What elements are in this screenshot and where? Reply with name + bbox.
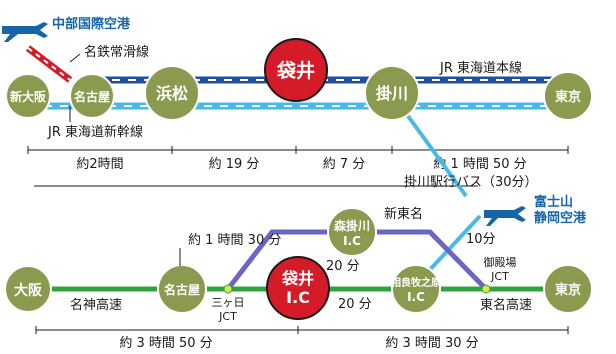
airplane-icon [2, 22, 48, 42]
station-fukuroi [264, 38, 328, 102]
station-nagoya [69, 73, 115, 119]
mikkabi-jct-label2: JCT [218, 310, 237, 323]
station-kakegawa-ic [327, 207, 377, 257]
gotenba-jct-label1: 御殿場 [484, 255, 517, 269]
jr-tokaido-label: JR 東海道本線 [439, 60, 522, 76]
airport-label: 中部国際空港 [52, 16, 131, 32]
station-fukuroi-ic-label2: I.C [286, 288, 310, 307]
time-kakegawa-tokyo: 約 1 時間 50 分 [433, 157, 526, 172]
time-fukuroi-sagara: 20 分 [338, 297, 372, 312]
station-shin-osaka-label: 新大阪 [10, 89, 47, 104]
station-tokyo-rail [543, 71, 593, 121]
shinkansen-label: JR 東海道新幹線 [47, 124, 143, 140]
mikkabi-jct-label1: 三ヶ日 [212, 296, 245, 309]
station-sagara-ic [391, 264, 441, 314]
station-kakegawa [364, 65, 420, 121]
tomei-label: 東名高速 [480, 297, 532, 313]
gotenba-jct-label2: JCT [490, 270, 509, 283]
station-fukuroi-ic-label1: 袋井 [281, 269, 314, 288]
fuji-airport-label-line1: 富士山 [534, 194, 573, 210]
time-shin-osaka-hamamatsu: 約2時間 [76, 157, 123, 172]
airport-road-connector [422, 214, 482, 278]
station-osaka-label: 大阪 [14, 282, 43, 299]
time-kakegawa-ic-fukuroi: 20 分 [326, 259, 360, 274]
airplane-icon [484, 206, 526, 226]
station-shin-osaka [5, 73, 51, 119]
time-nagoya-mikkabi: 約 1 時間 30 分 [188, 233, 281, 248]
station-tokyo-rail-label: 東京 [555, 89, 581, 105]
meishin-label: 名神高速 [70, 297, 122, 313]
mikkabi-jct-dot [223, 284, 233, 294]
station-nagoya-label: 名古屋 [74, 89, 110, 104]
time-fukuroi-tokyo: 約 3 時間 30 分 [385, 336, 478, 351]
station-kakegawa-ic-label2: I.C [343, 234, 361, 248]
station-nagoya-road [157, 264, 207, 314]
station-fukuroi-label: 袋井 [276, 59, 315, 82]
station-nagoya-road-label: 名古屋 [164, 282, 200, 297]
bus-route-line [406, 114, 468, 198]
station-hamamatsu-label: 浜松 [156, 84, 188, 103]
station-kakegawa-ic-label1: 森掛川 [334, 218, 370, 233]
meitetsu-label: 名鉄常滑線 [84, 44, 149, 60]
time-fukuroi-kakegawa: 約 7 分 [323, 157, 366, 172]
bus-label: 掛川駅行バス（30分） [404, 175, 538, 190]
gotenba-jct-dot [481, 284, 491, 294]
station-tokyo-road [543, 264, 593, 314]
station-fukuroi-ic [266, 256, 330, 320]
time-hamamatsu-fukuroi: 約 19 分 [209, 157, 260, 172]
station-hamamatsu [144, 65, 200, 121]
station-kakegawa-label: 掛川 [376, 84, 408, 103]
station-tokyo-road-label: 東京 [555, 282, 581, 298]
fuji-airport-label-line2: 静岡空港 [534, 210, 587, 226]
rail-time-bracket [27, 146, 569, 154]
station-osaka [4, 265, 52, 313]
road-time-bracket [35, 326, 569, 334]
time-osaka-fukuroi: 約 3 時間 50 分 [119, 336, 212, 351]
shin-tomei-label: 新東名 [384, 206, 423, 222]
station-sagara-ic-label1: 相良牧之原 [391, 276, 441, 289]
station-sagara-ic-label2: I.C [407, 290, 425, 304]
bus-time: 10分 [466, 232, 496, 247]
